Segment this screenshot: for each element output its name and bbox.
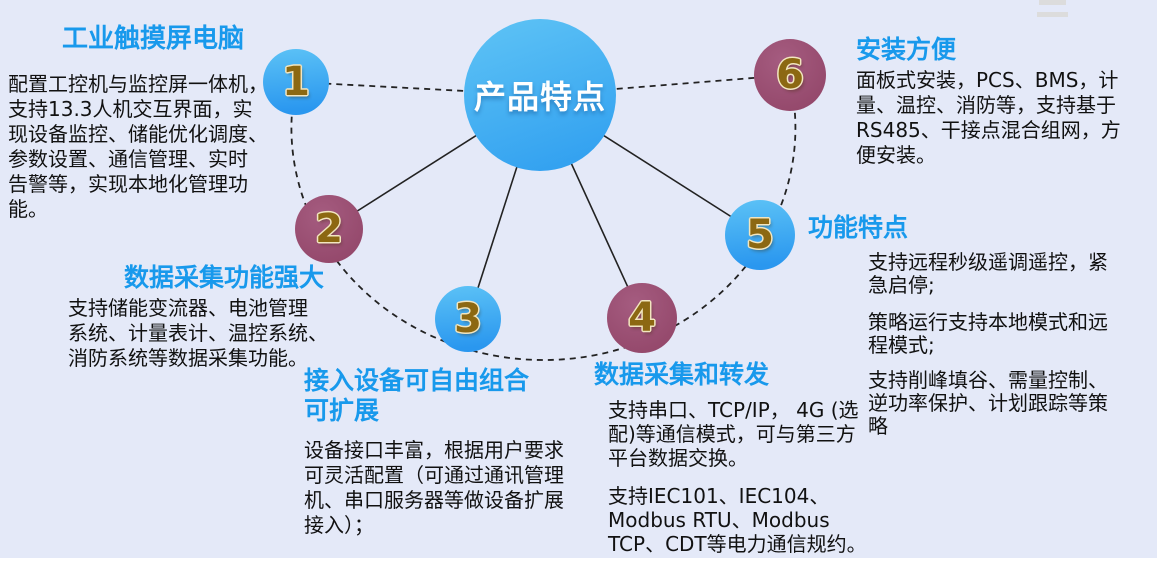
feature-body-data-acquisition: 支持储能变流器、电池管理 系统、计量表计、温控系统、 消防系统等数据采集功能。 — [68, 296, 328, 370]
center-node-label: 产品特点 — [473, 78, 606, 116]
node-circle-1: 1 — [263, 49, 329, 115]
node-number-1: 1 — [282, 59, 310, 105]
node-number-3: 3 — [454, 296, 482, 342]
feature-title-data-forwarding: 数据采集和转发 — [594, 360, 770, 389]
feature-body-easy-install: 面板式安装，PCS、BMS，计 量、温控、消防等，支持基于 RS485、干接点混… — [856, 68, 1121, 167]
node-number-5: 5 — [746, 212, 774, 258]
feature-title-easy-install: 安装方便 — [856, 35, 957, 64]
bottom-border — [0, 558, 1157, 562]
feature-body-data-forwarding-2: 支持IEC101、IEC104、 Modbus RTU、Modbus TCP、C… — [608, 484, 867, 556]
feature-title-function-features: 功能特点 — [808, 213, 909, 242]
feature-title-industrial-touchscreen: 工业触摸屏电脑 — [62, 24, 245, 54]
feature-body-industrial-touchscreen: 配置工控机与监控屏一体机， 支持13.3人机交互界面，实 现设备监控、储能优化调… — [8, 72, 268, 221]
node-circle-3: 3 — [435, 286, 501, 352]
feature-body-data-forwarding-1: 支持串口、TCP/IP， 4G (选 配)等通信模式，可与第三方 平台数据交换。 — [608, 398, 859, 470]
center-node: 产品特点 — [464, 19, 616, 171]
feature-title-device-expandable: 接入设备可自由组合 可扩展 — [304, 366, 530, 425]
feature-body-function-features-3: 支持削峰填谷、需量控制、 逆功率保护、计划跟踪等策 略 — [868, 368, 1108, 438]
feature-body-function-features-2: 策略运行支持本地模式和远 程模式; — [868, 310, 1108, 357]
feature-body-device-expandable: 设备接口丰富，根据用户要求 可灵活配置（可通过通讯管理 机、串口服务器等做设备扩… — [304, 438, 564, 537]
feature-title-data-acquisition: 数据采集功能强大 — [124, 263, 325, 292]
node-circle-2: 2 — [295, 195, 363, 263]
node-number-6: 6 — [776, 52, 804, 98]
node-number-4: 4 — [628, 295, 656, 341]
double-bar-icon-top — [1039, 0, 1066, 5]
double-bar-icon-bottom — [1037, 12, 1068, 17]
double-bar-icon — [1037, 0, 1068, 17]
node-circle-5: 5 — [725, 200, 795, 270]
node-circle-4: 4 — [607, 283, 677, 353]
node-circle-6: 6 — [754, 39, 826, 111]
feature-body-function-features-1: 支持远程秒级遥调遥控，紧 急启停; — [868, 250, 1108, 297]
node-number-2: 2 — [315, 206, 343, 252]
